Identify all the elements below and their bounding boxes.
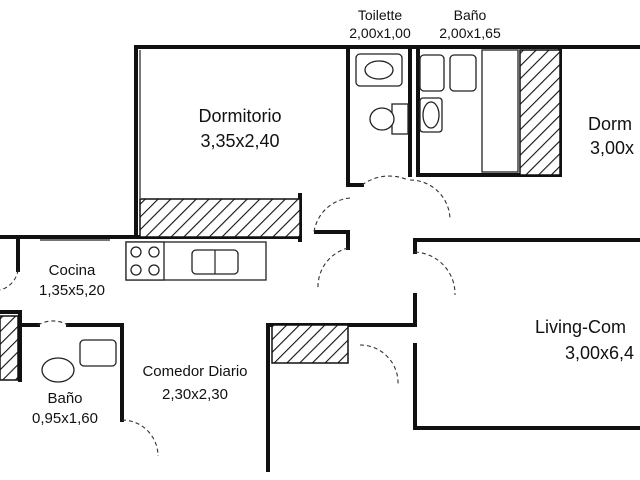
sink-bano-basin-icon — [422, 101, 440, 129]
bidet-bano — [419, 54, 445, 92]
door-hall-left — [317, 247, 349, 289]
door-bano — [409, 179, 451, 221]
burner-icon — [130, 246, 142, 258]
label-comedor-name: Comedor Diario — [142, 363, 247, 380]
toilet-bano2 — [79, 339, 117, 367]
toilet-bowl-icon — [369, 107, 395, 131]
label-cocina-name: Cocina — [49, 262, 96, 279]
label-comedor-size: 2,30x2,30 — [162, 386, 228, 403]
doors — [0, 175, 456, 457]
label-dorm-name: Dorm — [588, 114, 632, 134]
label-living-name: Living-Com — [535, 317, 626, 337]
door-bano2 — [37, 320, 69, 326]
door-living — [359, 344, 399, 386]
closet-dorm-right — [519, 49, 561, 176]
label-living-size: 3,00x6,4 — [565, 343, 634, 363]
label-bano-name: Baño — [454, 7, 487, 23]
closet-hall — [271, 324, 349, 364]
label-dorm-size: 3,00x — [590, 138, 634, 158]
door-cocina-left — [0, 269, 19, 291]
closet-dormitorio — [139, 198, 301, 238]
bathtub-bano — [481, 49, 519, 173]
closet-left — [0, 315, 19, 381]
burner-icon — [148, 246, 160, 258]
door-toilette — [361, 175, 409, 186]
sink-basin-icon — [364, 60, 394, 80]
burner-icon — [148, 264, 160, 276]
door-hall-right — [414, 251, 456, 296]
label-cocina-size: 1,35x5,20 — [39, 282, 105, 299]
label-toilette-size: 2,00x1,00 — [349, 25, 411, 41]
door-dormitorio — [313, 197, 351, 233]
label-bano-size: 2,00x1,65 — [439, 25, 501, 41]
label-dormitorio-name: Dormitorio — [198, 106, 281, 126]
fixtures — [41, 49, 519, 383]
label-bano2-name: Baño — [47, 390, 82, 407]
stove-icon — [125, 241, 165, 281]
door-comedor — [121, 419, 159, 457]
label-toilette-name: Toilette — [358, 7, 403, 23]
burner-icon — [130, 264, 142, 276]
closets — [0, 49, 561, 381]
sink-bano2 — [41, 357, 75, 383]
label-dormitorio-size: 3,35x2,40 — [200, 131, 279, 151]
toilet-bano — [449, 54, 477, 92]
room-labels: Toilette 2,00x1,00 Baño 2,00x1,65 Dormit… — [32, 7, 634, 427]
label-bano2-size: 0,95x1,60 — [32, 410, 98, 427]
